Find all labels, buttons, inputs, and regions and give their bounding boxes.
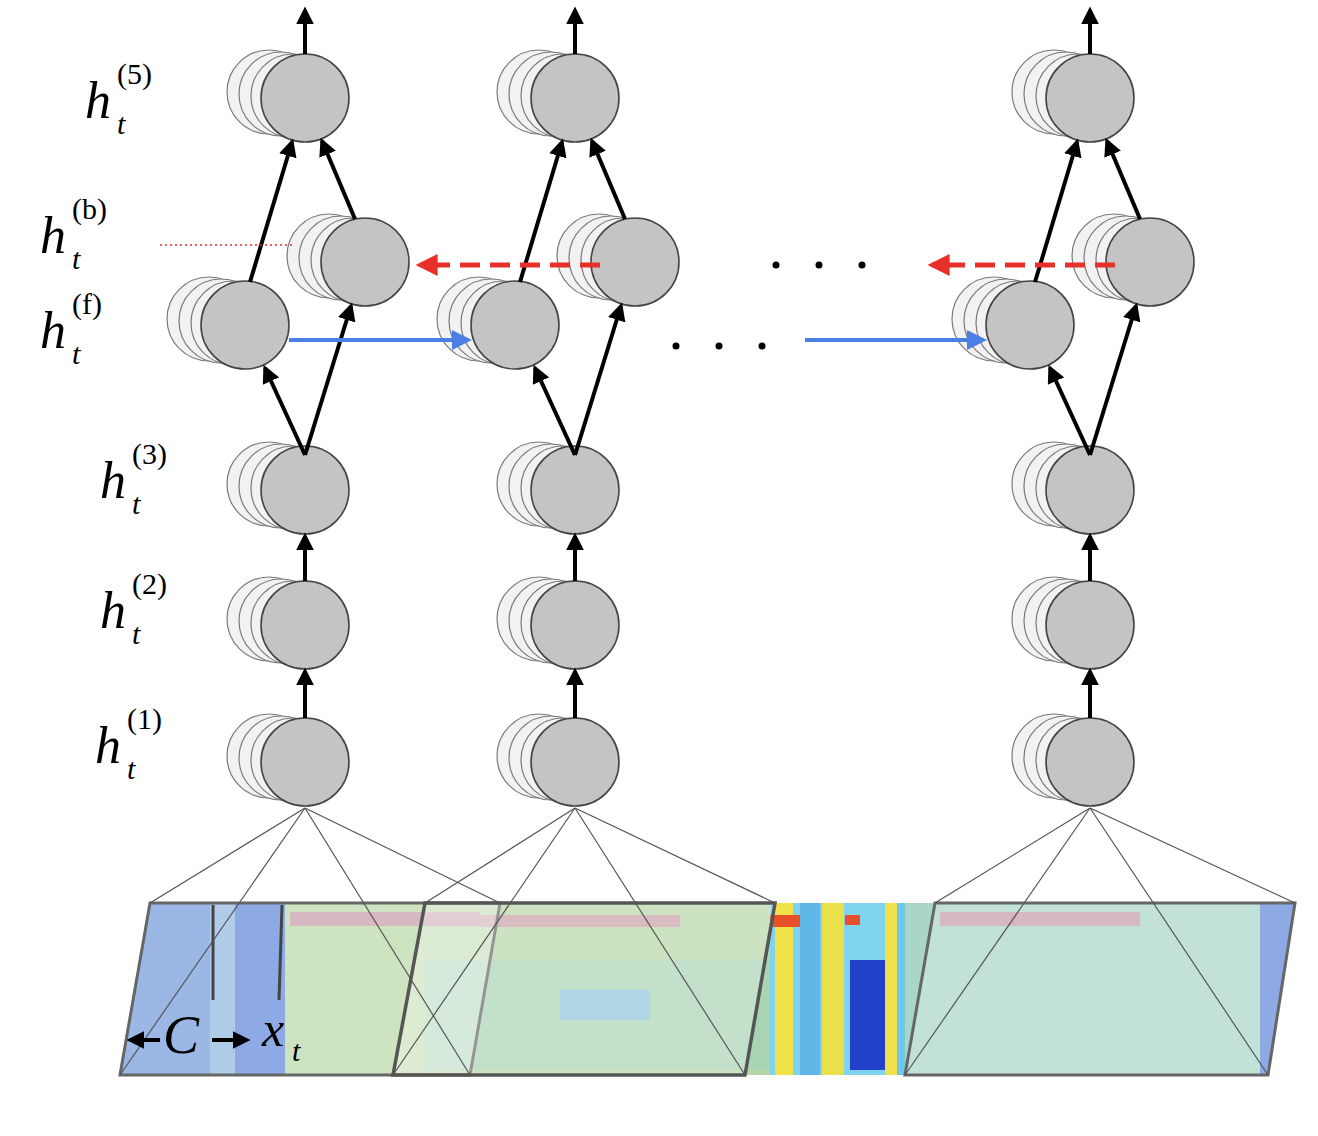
layer-symbol: h xyxy=(100,585,126,637)
spectrogram xyxy=(100,900,1318,1080)
layer-arrows xyxy=(250,10,1140,718)
receptive-field-lines xyxy=(120,808,1295,1075)
forward-recurrence xyxy=(289,338,983,342)
input-symbol: x xyxy=(262,1004,284,1054)
layer-symbol: h xyxy=(95,720,121,772)
layer-symbol: h xyxy=(85,75,111,127)
time-subscript: t xyxy=(132,489,140,519)
context-windows xyxy=(120,903,1295,1075)
layer-superscript: (2) xyxy=(132,569,167,599)
neuron-stacks xyxy=(167,50,1194,806)
time-subscript: t xyxy=(117,109,125,139)
layer-superscript: (1) xyxy=(127,704,162,734)
ellipsis-dots xyxy=(673,262,866,350)
layer-symbol: h xyxy=(40,305,66,357)
layer-superscript: (5) xyxy=(117,59,152,89)
layer-superscript: (3) xyxy=(132,439,167,469)
layer-superscript: (b) xyxy=(72,194,107,224)
leader-line xyxy=(160,244,292,245)
time-subscript: t xyxy=(72,339,80,369)
context-symbol: C xyxy=(163,1008,199,1062)
time-subscript: t xyxy=(132,619,140,649)
time-subscript: t xyxy=(127,754,135,784)
time-subscript: t xyxy=(292,1036,300,1066)
time-subscript: t xyxy=(72,244,80,274)
layer-symbol: h xyxy=(40,210,66,262)
backward-recurrence xyxy=(420,263,1115,268)
layer-symbol: h xyxy=(100,455,126,507)
layer-superscript: (f) xyxy=(72,289,102,319)
